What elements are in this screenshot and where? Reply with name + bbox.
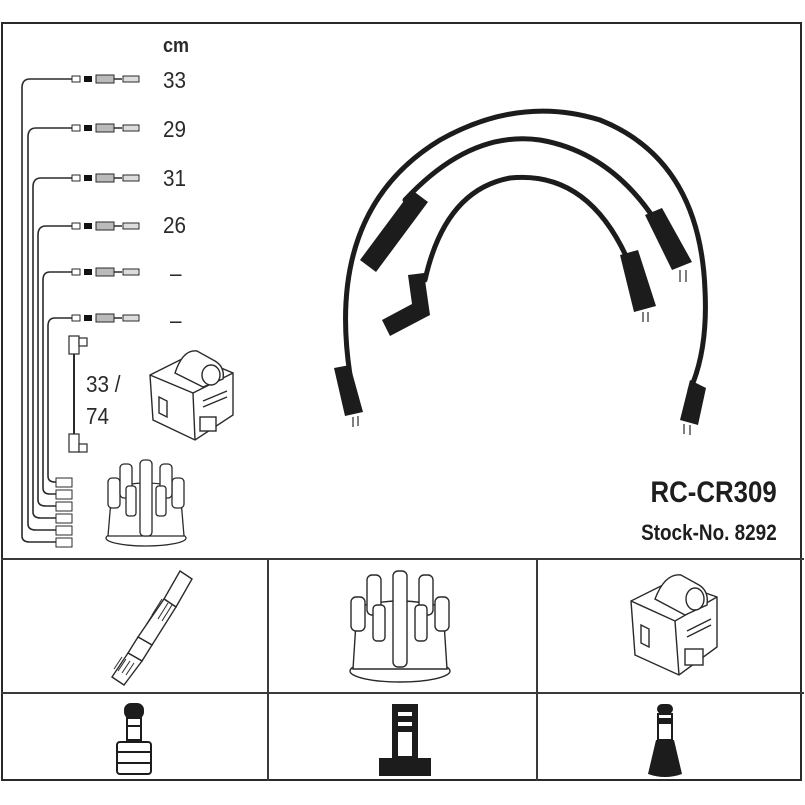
- plug-terminal-ribbed-icon: [116, 703, 152, 775]
- divider-table-rows: [1, 692, 804, 694]
- coil-wire-length-b: 74: [86, 403, 110, 429]
- product-code: RC-CR309: [650, 476, 777, 509]
- spark-plug-icon: [111, 570, 193, 686]
- wire-length-4: 26: [163, 212, 187, 238]
- coil-terminal-boot-icon: [648, 704, 682, 777]
- distributor-terminal-icon: [379, 704, 431, 776]
- wire-length-2: 29: [163, 116, 187, 142]
- wire-length-1: 33: [163, 67, 187, 93]
- ignition-cable-set-icon: [334, 108, 708, 435]
- unit-label: cm: [163, 35, 190, 57]
- divider-col-2: [536, 559, 538, 781]
- wire-length-6: –: [170, 307, 182, 333]
- wire-schematic-icon: [21, 74, 140, 548]
- divider-col-1: [267, 559, 269, 781]
- distributor-cap-small-icon: [105, 459, 187, 547]
- ignition-coil-icon: [630, 574, 718, 676]
- ignition-coil-small-icon: [149, 350, 234, 441]
- coil-wire-length-a: 33 /: [86, 371, 121, 397]
- divider-main: [1, 558, 804, 560]
- wire-length-3: 31: [163, 165, 187, 191]
- wire-length-5: –: [170, 260, 182, 286]
- distributor-cap-icon: [349, 570, 451, 683]
- stock-number: Stock-No. 8292: [641, 520, 777, 545]
- diagram-frame: [1, 22, 802, 781]
